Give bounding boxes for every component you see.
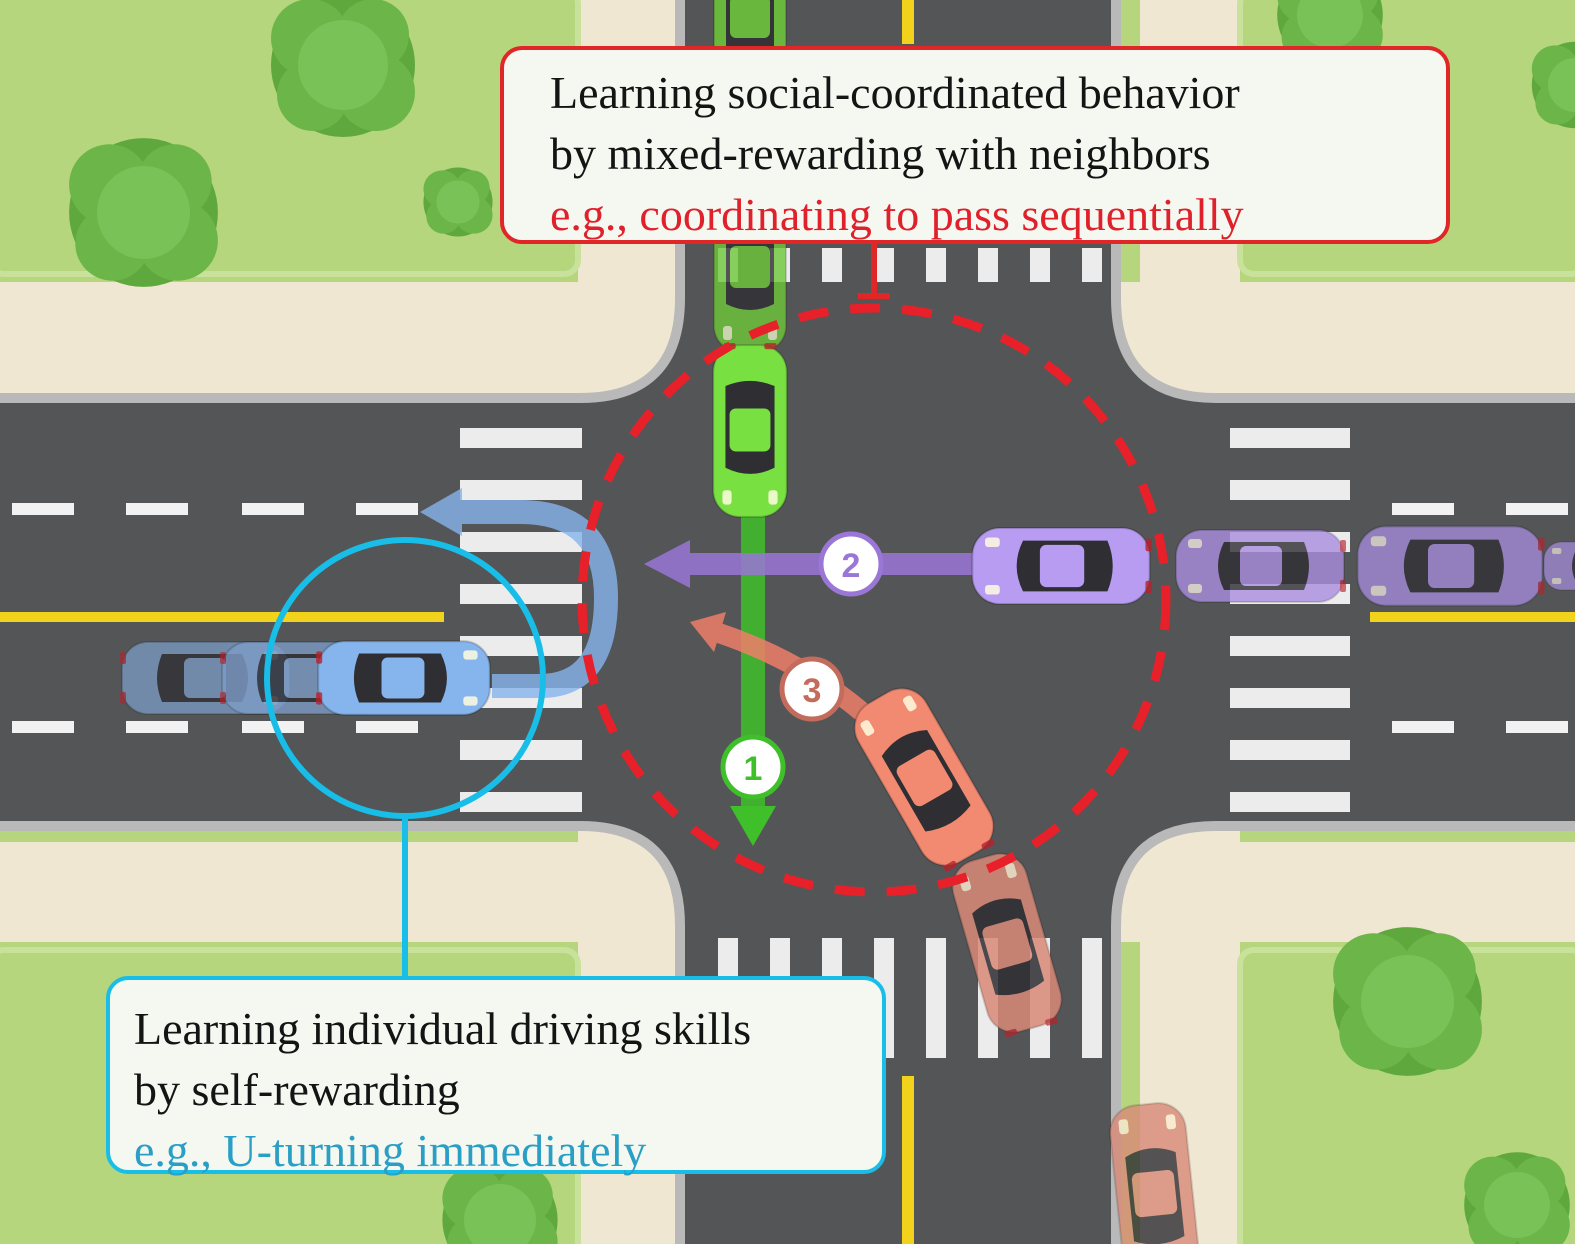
marker-2-label: 2 <box>842 547 861 585</box>
tree-icon <box>1464 1152 1570 1244</box>
tree-icon <box>1333 927 1482 1076</box>
individual-callout-example: e.g., U-turning immediately <box>134 1125 647 1176</box>
tree-icon <box>271 0 415 137</box>
car-icon <box>1542 540 1575 592</box>
coordination-zone <box>577 303 1171 897</box>
car-icon <box>712 342 788 518</box>
green-vehicle <box>712 342 788 518</box>
marker-1-label: 1 <box>744 750 763 788</box>
tree-icon <box>69 138 218 287</box>
social-callout: Learning social-coordinated behavior by … <box>500 46 1450 244</box>
marker-1: 1 <box>720 734 786 800</box>
u-turn-arrow <box>420 488 619 698</box>
purple-vehicle <box>971 526 1153 606</box>
social-callout-line2: by mixed-rewarding with neighbors <box>550 128 1211 179</box>
individual-callout: Learning individual driving skills by se… <box>106 976 886 1176</box>
social-callout-example: e.g., coordinating to pass sequentially <box>550 189 1244 240</box>
social-callout-line1: Learning social-coordinated behavior <box>550 67 1240 118</box>
individual-callout-line1: Learning individual driving skills <box>134 1003 752 1054</box>
car-icon <box>315 640 491 716</box>
marker-3: 3 <box>779 656 845 722</box>
car-icon <box>1356 525 1546 607</box>
marker-2: 2 <box>818 531 884 597</box>
purple-vehicle-trail <box>1174 525 1575 607</box>
car-icon <box>971 526 1153 606</box>
tree-icon <box>423 167 493 237</box>
marker-3-label: 3 <box>803 672 822 710</box>
car-icon <box>1174 528 1348 604</box>
individual-callout-line2: by self-rewarding <box>134 1064 460 1115</box>
blue-vehicle <box>315 640 491 716</box>
